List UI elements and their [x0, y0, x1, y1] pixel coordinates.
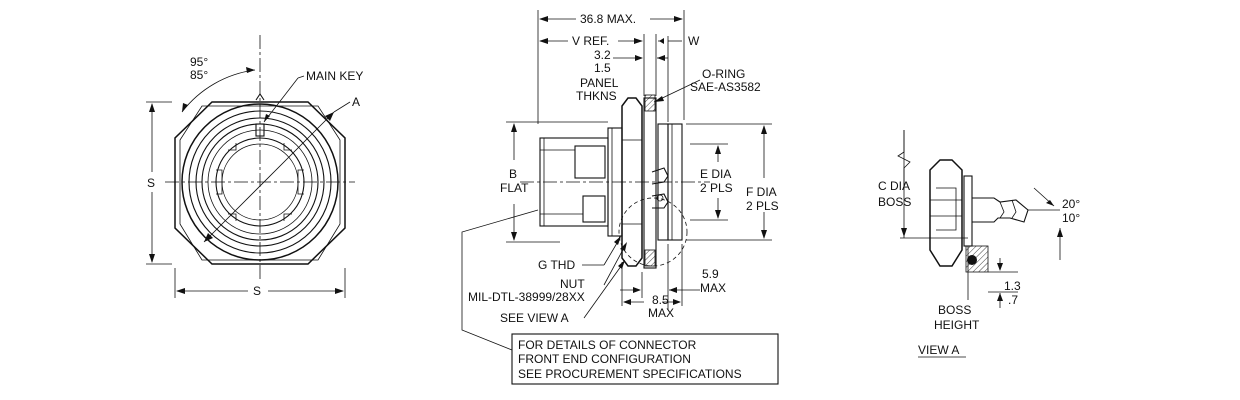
dim-f-label-2: 2 PLS — [746, 199, 779, 213]
view-a-c-dia-2: BOSS — [878, 195, 911, 209]
note-line-2: FRONT END CONFIGURATION — [518, 352, 691, 366]
view-a-boss-label-2: HEIGHT — [934, 318, 980, 332]
oring-label-1: O-RING — [702, 67, 745, 81]
dim-e-label-2: 2 PLS — [700, 181, 733, 195]
view-a-c-dia-1: C DIA — [878, 179, 910, 193]
panel-thk-min: 1.5 — [594, 61, 611, 75]
panel-thk-max: 3.2 — [594, 48, 611, 62]
panel-label-2: THKNS — [576, 89, 617, 103]
panel-label-1: PANEL — [580, 76, 619, 90]
view-a-title: VIEW A — [918, 343, 959, 357]
view-a-boss-max: 1.3 — [1004, 279, 1021, 293]
side-view: 36.8 MAX. V REF. W 3.2 1.5 PANEL THKNS O… — [461, 10, 779, 351]
note-line-3: SEE PROCUREMENT SPECIFICATIONS — [518, 367, 742, 381]
dim-a-label: A — [352, 95, 360, 109]
view-a-boss-min: .7 — [1008, 293, 1018, 307]
view-a: C DIA BOSS 20° 10° 1.3 .7 BOSS HEIGHT VI… — [878, 130, 1080, 358]
nut-label-2: MIL-DTL-38999/28XX — [468, 290, 585, 304]
dim-59-max: MAX — [700, 281, 726, 295]
view-a-boss-label-1: BOSS — [938, 303, 971, 317]
view-a-angle-min: 10° — [1062, 211, 1080, 225]
note-box: FOR DETAILS OF CONNECTOR FRONT END CONFI… — [511, 333, 779, 385]
dim-59-value: 5.9 — [702, 267, 719, 281]
note-line-1: FOR DETAILS OF CONNECTOR — [518, 338, 697, 352]
see-view-a-label: SEE VIEW A — [500, 311, 569, 325]
dim-85-max: MAX — [648, 306, 674, 320]
dim-w: W — [688, 34, 700, 48]
g-thd-label: G THD — [538, 258, 575, 272]
dim-e-label-1: E DIA — [700, 167, 731, 181]
front-angle-max: 95° — [190, 55, 208, 69]
dim-overall-length: 36.8 MAX. — [580, 12, 636, 26]
dim-s-horizontal-label: S — [253, 284, 261, 298]
dim-v-ref: V REF. — [572, 34, 609, 48]
front-view: 95° 85° MAIN KEY A S S — [146, 35, 363, 298]
dim-85-value: 8.5 — [652, 293, 669, 307]
dim-b-label-1: B — [509, 167, 517, 181]
view-a-angle-max: 20° — [1062, 197, 1080, 211]
nut-label-1: NUT — [560, 277, 585, 291]
dim-b-label-2: FLAT — [500, 181, 529, 195]
main-key-label: MAIN KEY — [306, 69, 363, 83]
dim-s-vertical-label: S — [147, 176, 155, 190]
front-angle-min: 85° — [190, 68, 208, 82]
dim-f-label-1: F DIA — [746, 185, 777, 199]
oring-label-2: SAE-AS3582 — [690, 80, 761, 94]
